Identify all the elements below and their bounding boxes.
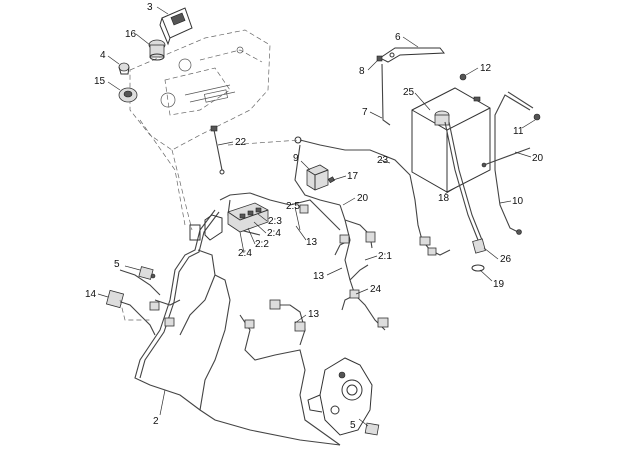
callout-7: 7: [362, 107, 368, 118]
callout-20a: 20: [532, 153, 544, 164]
harness-13: [299, 204, 389, 331]
battery-hold-down: [379, 47, 446, 63]
callout-10: 10: [512, 196, 524, 207]
sensor-upper: [138, 266, 156, 280]
callout-6: 6: [395, 32, 401, 43]
ground-cable: [210, 125, 225, 175]
callout-23: 23: [377, 155, 389, 166]
callout-2-2: 2:2: [255, 239, 269, 250]
battery: [411, 87, 491, 193]
callout-2-4a: 2:4: [267, 228, 281, 239]
callout-2: 2: [153, 416, 159, 427]
callout-13c: 13: [308, 309, 320, 320]
callout-13b: 13: [313, 271, 325, 282]
callout-25: 25: [403, 87, 415, 98]
callout-20b: 20: [357, 193, 369, 204]
fuse-block: [189, 202, 269, 241]
callout-12: 12: [480, 63, 492, 74]
leader-lines: [97, 6, 536, 427]
callout-5b: 5: [350, 420, 356, 431]
callout-5a: 5: [114, 259, 120, 270]
hold-down-rod: [381, 63, 391, 126]
callout-11: 11: [513, 126, 524, 137]
callout-2-1: 2:1: [378, 251, 392, 262]
bolt-8: [376, 55, 383, 62]
callout-24: 24: [370, 284, 382, 295]
callout-13a: 13: [306, 237, 318, 248]
callout-16: 16: [125, 29, 137, 40]
callout-9: 9: [293, 153, 299, 164]
negative-cable: [494, 91, 534, 235]
bolt-11: [533, 113, 541, 121]
harness-23: [294, 136, 451, 256]
callout-2-5: 2:5: [286, 201, 300, 212]
switch-14: [105, 289, 125, 309]
callout-19: 19: [493, 279, 505, 290]
callout-3: 3: [147, 2, 153, 13]
callout-15: 15: [94, 76, 106, 87]
display-module: [159, 7, 193, 46]
callouts: 3 16 4 15 22 6 8 12 25 7 11 20 9 17 23 2…: [85, 2, 544, 431]
callout-22: 22: [235, 137, 247, 148]
callout-4: 4: [100, 50, 106, 61]
callout-2-4b: 2:4: [238, 248, 252, 259]
engine-bracket: [307, 357, 373, 436]
callout-14: 14: [85, 289, 97, 300]
positive-cable: [444, 121, 486, 254]
ignition-switch: [148, 39, 166, 61]
callout-17: 17: [347, 171, 359, 182]
callout-2-3: 2:3: [268, 216, 282, 227]
washer-19: [471, 264, 485, 272]
rear-harness-connectors: [149, 299, 306, 332]
reference-lines: [119, 139, 301, 321]
knob: [118, 62, 130, 75]
sensor-lower: [364, 422, 380, 436]
callout-8: 8: [359, 66, 365, 77]
console-panel: [129, 29, 271, 231]
cable-20: [481, 147, 531, 168]
key-switch: [118, 87, 138, 103]
nut-12: [459, 73, 467, 81]
relay: [306, 164, 329, 191]
fuse-17: [327, 176, 336, 184]
main-harness: [114, 192, 341, 446]
callout-18: 18: [438, 193, 450, 204]
callout-26: 26: [500, 254, 512, 265]
